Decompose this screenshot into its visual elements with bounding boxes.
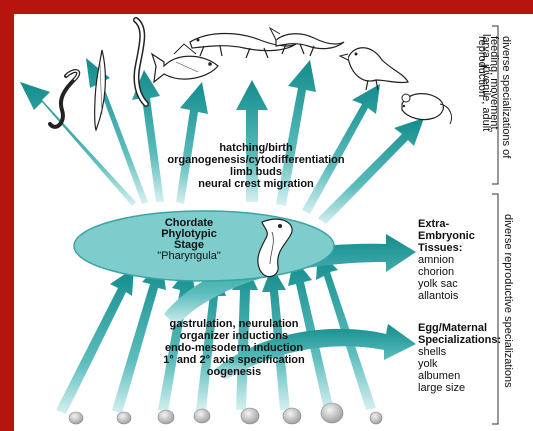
lower-process-line: endo-mesoderm induction: [134, 342, 334, 354]
egg-maternal-item: shells: [418, 346, 494, 358]
lamprey-larva-icon: [50, 71, 78, 127]
upper-processes: hatching/birth organogenesis/cytodiffere…: [146, 142, 366, 190]
upper-process-line: neural crest migration: [146, 178, 366, 190]
mouse-icon: [402, 94, 452, 124]
egg-maternal-heading: Specializations:: [418, 334, 494, 346]
upper-bracket-line: reproduction: [476, 36, 488, 158]
upper-arrows: [20, 58, 424, 224]
upper-process-line: limb buds: [146, 166, 366, 178]
extra-embryonic-heading: Tissues:: [418, 242, 490, 254]
lizard-icon: [270, 28, 344, 56]
extra-embryonic-item: chorion: [418, 266, 490, 278]
egg-icon: [117, 412, 131, 424]
phylotypic-stage-label: Chordate Phylotypic Stage "Pharyngula": [134, 218, 244, 262]
egg-icon: [321, 403, 343, 423]
egg-maternal-block: Egg/Maternal Specializations: shells yol…: [418, 322, 494, 394]
upper-process-line: hatching/birth: [146, 142, 366, 154]
diagram-panel: hatching/birth organogenesis/cytodiffere…: [14, 14, 533, 431]
extra-embryonic-heading: Extra-: [418, 218, 490, 230]
egg-icon: [69, 412, 83, 424]
extra-embryonic-item: amnion: [418, 254, 490, 266]
lower-process-line: organizer inductions: [134, 330, 334, 342]
upper-process-line: organogenesis/cytodifferentiation: [146, 154, 366, 166]
extra-embryonic-heading: Embryonic: [418, 230, 490, 242]
upper-bracket-line: feeding, movement,: [488, 36, 500, 158]
upper-bracket-line: diverse specializations of: [500, 36, 512, 158]
lower-process-line: oogenesis: [134, 366, 334, 378]
pharyngula-label: "Pharyngula": [134, 251, 244, 262]
bird-icon: [340, 48, 408, 90]
egg-icon: [283, 408, 301, 424]
egg-maternal-heading: Egg/Maternal: [418, 322, 494, 334]
extra-embryonic-item: yolk sac: [418, 278, 490, 290]
egg-icon: [158, 410, 174, 424]
extra-embryonic-block: Extra- Embryonic Tissues: amnion chorion…: [418, 218, 490, 302]
egg-icon: [194, 409, 210, 423]
lower-bracket-label: diverse reproductive specializations: [502, 214, 514, 388]
egg-maternal-item: albumen: [418, 370, 494, 382]
fish-icon: [152, 44, 218, 82]
egg-maternal-item: yolk: [418, 358, 494, 370]
lower-process-line: gastrulation, neurulation: [134, 318, 334, 330]
upper-arrow: [20, 82, 136, 206]
upper-bracket-label: diverse specializations of feeding, move…: [476, 36, 512, 158]
egg-icon: [370, 412, 382, 424]
lower-process-line: 1° and 2° axis specification: [134, 354, 334, 366]
lower-processes: gastrulation, neurulation organizer indu…: [134, 318, 334, 378]
egg-maternal-item: large size: [418, 382, 494, 394]
extra-embryonic-item: allantois: [418, 290, 490, 302]
egg-icon: [241, 408, 259, 424]
amphioxus-icon: [95, 50, 106, 130]
